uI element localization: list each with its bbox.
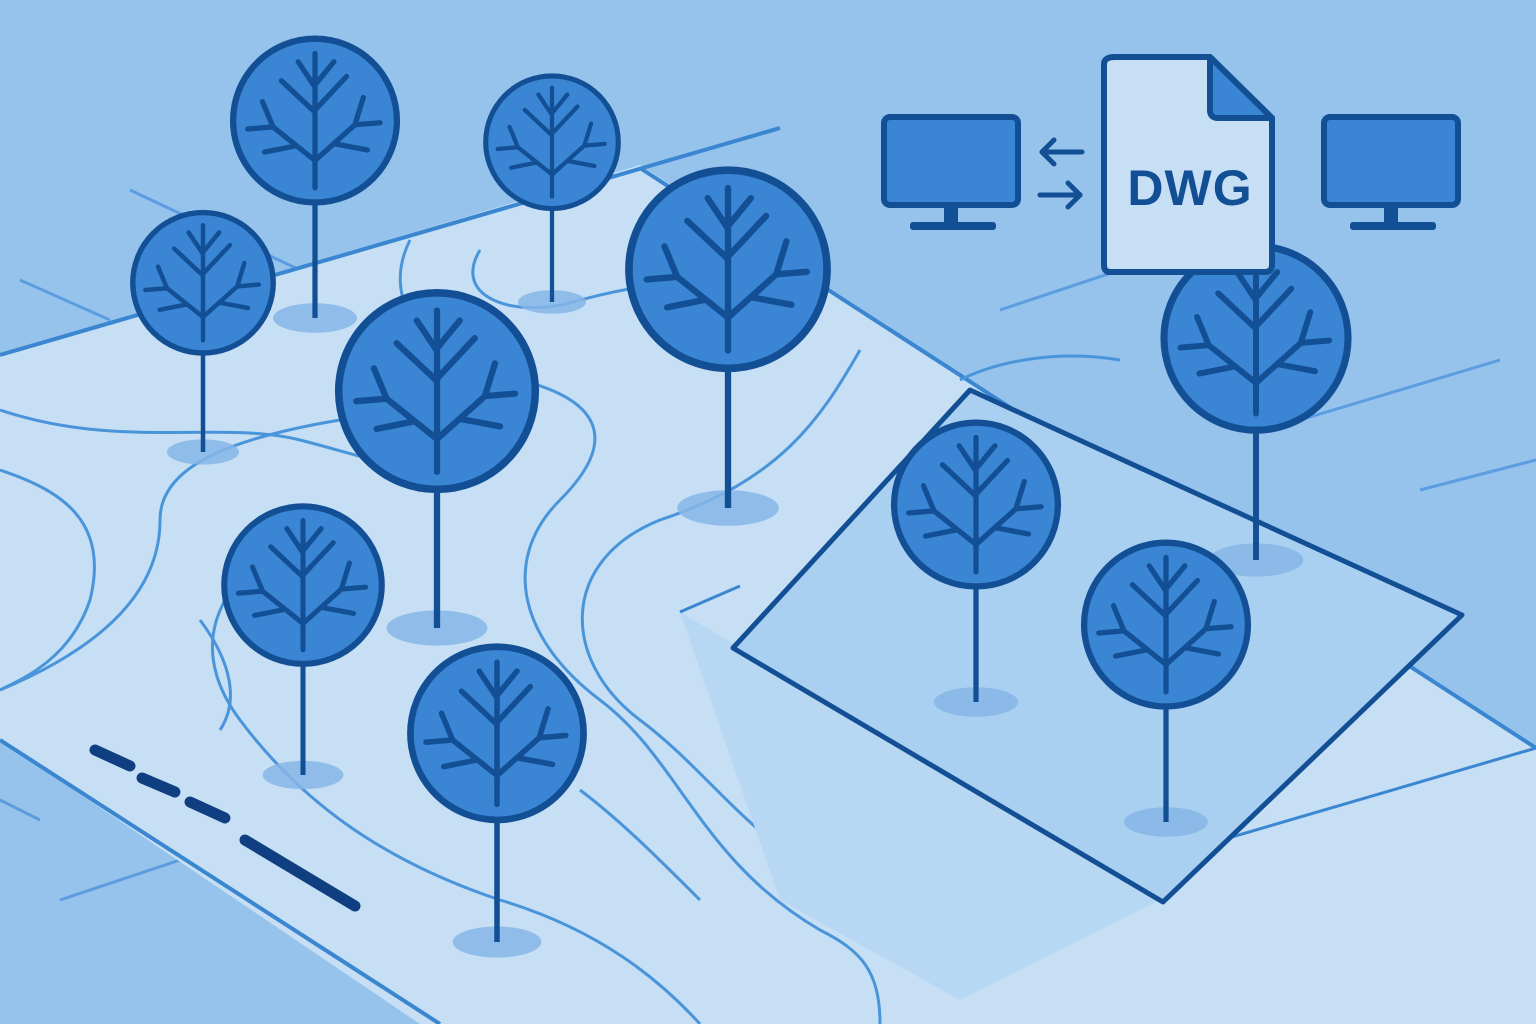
dwg-file-icon: DWG — [1101, 54, 1275, 275]
parcel-edge-line — [679, 584, 741, 614]
monitor-icon — [1321, 114, 1461, 230]
monitor-icon — [881, 114, 1021, 230]
sheet-left-edge — [0, 738, 442, 1024]
scale-bar-dashes — [89, 744, 361, 912]
sheet-top-edge — [0, 126, 781, 357]
dwg-file-label: DWG — [1127, 160, 1252, 216]
parcel-shadow — [680, 612, 1160, 1000]
transfer-arrows-icon — [1037, 137, 1085, 210]
